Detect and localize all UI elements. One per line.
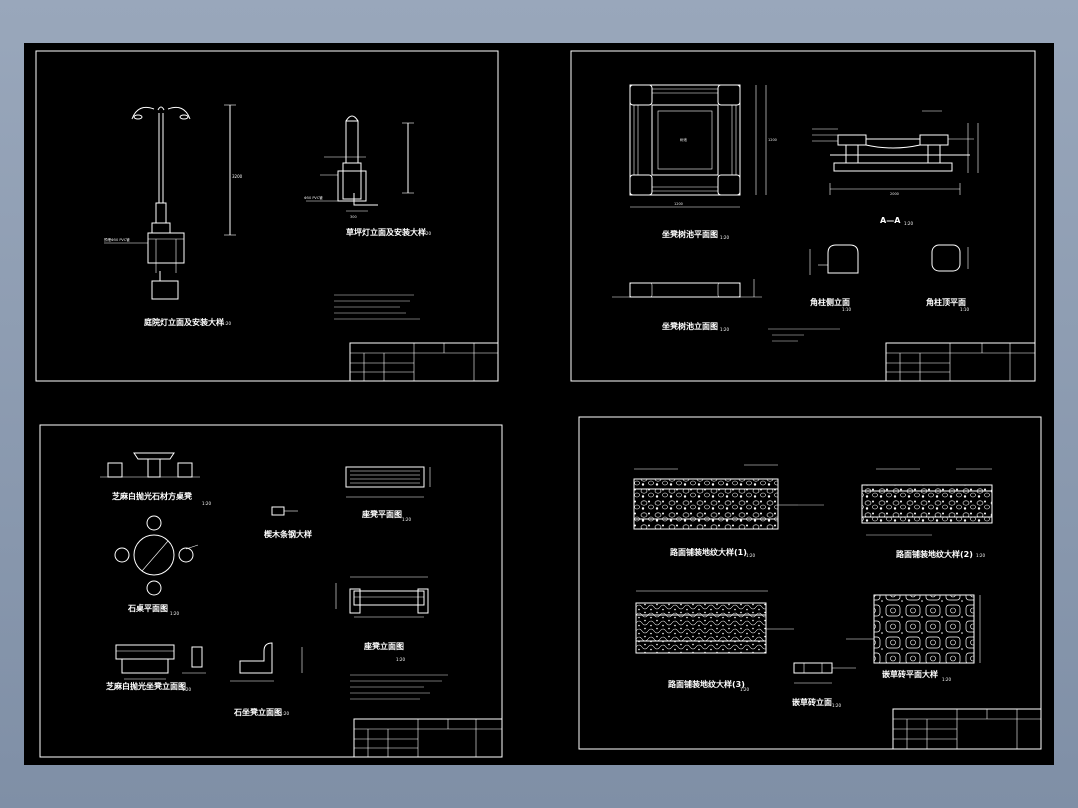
- title-block: [349, 342, 499, 382]
- notes-block: [768, 328, 840, 342]
- svg-text:1:10: 1:10: [842, 307, 851, 312]
- tree-bench-plan: 树池 1200 1200: [629, 84, 777, 208]
- drawing-canvas: 3200 预埋Φ50 PVC管 庭院灯立面及安装大样 1:20 Φ50 PVC管…: [35, 50, 1042, 758]
- sheet-border: [39, 424, 503, 758]
- svg-text:2000: 2000: [890, 192, 899, 196]
- label-paving-1: 路面铺装地纹大样(1): [670, 547, 747, 557]
- stone-bench-elevation: [230, 642, 303, 682]
- corner-post-top: [931, 244, 969, 272]
- svg-text:1:20: 1:20: [832, 703, 841, 708]
- label-bench-elevation: 座凳立面图: [363, 641, 404, 651]
- svg-text:1:20: 1:20: [402, 517, 411, 522]
- svg-text:1:20: 1:20: [904, 221, 913, 226]
- label-lawn-lamp: 草坪灯立面及安装大样: [346, 227, 426, 237]
- title-block: [892, 708, 1042, 750]
- title-block: [353, 718, 503, 758]
- tree-bench-elevation: [612, 279, 762, 298]
- svg-text:1:20: 1:20: [222, 321, 231, 326]
- svg-text:1:20: 1:20: [740, 687, 749, 692]
- svg-text:1:10: 1:10: [960, 307, 969, 312]
- stone-table-elevation: [100, 452, 200, 478]
- label-corner-post-side: 角柱侧立面: [810, 297, 850, 307]
- svg-text:1:20: 1:20: [720, 327, 729, 332]
- grass-paver-plan: [846, 594, 981, 664]
- grass-paver-elevation: [793, 662, 856, 684]
- svg-text:Φ50 PVC管: Φ50 PVC管: [304, 195, 323, 200]
- label-paving-2: 路面铺装地纹大样(2): [896, 549, 973, 559]
- svg-text:1:20: 1:20: [182, 687, 191, 692]
- notes-block: [350, 674, 448, 700]
- svg-text:1:20: 1:20: [170, 611, 179, 616]
- cad-model-space[interactable]: 3200 预埋Φ50 PVC管 庭院灯立面及安装大样 1:20 Φ50 PVC管…: [24, 43, 1054, 765]
- section-a-a: 2000: [812, 110, 979, 196]
- svg-text:预埋Φ50 PVC管: 预埋Φ50 PVC管: [104, 237, 130, 242]
- label-section-a-a: A—A: [880, 216, 901, 225]
- corner-post-side: [809, 244, 859, 275]
- notes-block: [334, 294, 420, 320]
- svg-text:1:20: 1:20: [396, 657, 405, 662]
- label-grass-paver-plan: 嵌草砖平面大样: [882, 669, 938, 679]
- label-grass-paver-elevation: 嵌草砖立面: [792, 697, 832, 707]
- svg-text:300: 300: [350, 215, 357, 219]
- lawn-lamp-elevation: Φ50 PVC管 300: [304, 115, 414, 219]
- sheet-paving: 路面铺装地纹大样(1) 1:20 路面铺装地纹大样(2) 1:20 路面铺装地纹…: [578, 416, 1042, 750]
- svg-text:3200: 3200: [232, 174, 243, 179]
- svg-text:1:20: 1:20: [422, 231, 431, 236]
- svg-text:1:20: 1:20: [942, 677, 951, 682]
- label-paving-3: 路面铺装地纹大样(3): [668, 679, 745, 689]
- bench-elevation: [335, 576, 429, 618]
- paving-detail-3: [635, 590, 794, 654]
- svg-text:1200: 1200: [674, 202, 683, 206]
- sheet-border: [35, 50, 499, 382]
- sheet-lamps: 3200 预埋Φ50 PVC管 庭院灯立面及安装大样 1:20 Φ50 PVC管…: [35, 50, 499, 382]
- label-courtyard-lamp: 庭院灯立面及安装大样: [144, 317, 224, 327]
- paving-detail-1: [633, 464, 824, 530]
- svg-text:1:20: 1:20: [720, 235, 729, 240]
- wood-strip-detail: [271, 506, 298, 516]
- svg-text:1:20: 1:20: [280, 711, 289, 716]
- svg-text:1200: 1200: [768, 138, 777, 142]
- paving-detail-2: [861, 468, 993, 536]
- svg-text:1:20: 1:20: [746, 553, 755, 558]
- label-stone-table-plan: 石桌平面图: [127, 603, 168, 613]
- label-wood-strip: 楔木条钢大样: [264, 529, 312, 539]
- label-stone-bench: 石坐凳立面图: [233, 707, 282, 717]
- sheet-border: [578, 416, 1042, 750]
- label-polished-bench: 芝麻白抛光坐凳立面图: [106, 681, 186, 691]
- svg-text:1:20: 1:20: [202, 501, 211, 506]
- label-tree-bench-elevation: 坐凳树池立面图: [662, 321, 718, 331]
- sheet-stone-furniture: 芝麻白抛光石材方桌凳 1:20 石桌平面图 1:20 芝麻白抛光坐凳立面图 1:…: [39, 424, 503, 758]
- polished-bench-elevation: [115, 644, 206, 680]
- courtyard-lamp-elevation: 3200 预埋Φ50 PVC管: [104, 104, 243, 300]
- label-bench-plan: 座凳平面图: [361, 509, 402, 519]
- svg-text:树池: 树池: [680, 137, 688, 142]
- svg-text:1:20: 1:20: [976, 553, 985, 558]
- bench-plan: [345, 466, 431, 498]
- sheet-tree-bench: 树池 1200 1200 坐凳树池平面图 1:20 2000: [570, 50, 1036, 382]
- label-tree-bench-plan: 坐凳树池平面图: [662, 229, 718, 239]
- label-stone-table-set: 芝麻白抛光石材方桌凳: [112, 491, 193, 501]
- stone-table-plan: [114, 515, 199, 596]
- label-corner-post-top: 角柱顶平面: [926, 297, 966, 307]
- title-block: [885, 342, 1036, 382]
- sheet-border: [570, 50, 1036, 382]
